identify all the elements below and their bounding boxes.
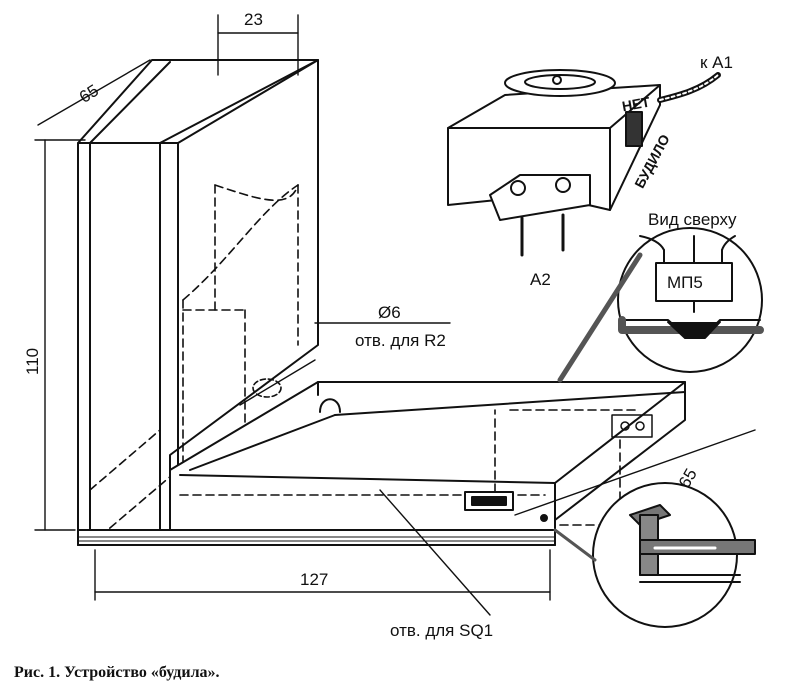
hole-diameter-label: Ø6 xyxy=(378,303,401,322)
base-tray xyxy=(77,381,686,546)
dim-height-label: 110 xyxy=(23,348,42,375)
hole-sq1-label: отв. для SQ1 xyxy=(390,621,493,640)
dim-top-label: 23 xyxy=(244,10,263,29)
dim-left-top-label: 65 xyxy=(76,81,102,107)
callout-corner-detail xyxy=(553,482,756,628)
transistor-label: МП5 xyxy=(667,273,703,292)
view-top-label: Вид сверху xyxy=(648,210,737,229)
dim-bottom-label: 127 xyxy=(300,570,328,589)
plug-connector xyxy=(447,69,721,257)
plug-label: А2 xyxy=(530,270,551,289)
vertical-panel xyxy=(77,59,319,546)
drawing-labels: 23 65 110 127 65 Ø6 отв. для R2 отв. для… xyxy=(23,10,737,640)
switch-off-label: НЕТ xyxy=(621,94,652,115)
hole-r2-label: отв. для R2 xyxy=(355,331,446,350)
callout-top-view xyxy=(557,227,764,383)
to-a1-label: к А1 xyxy=(700,53,733,72)
figure-caption: Рис. 1. Устройство «будила». xyxy=(14,664,220,681)
dimension-lines xyxy=(34,14,756,616)
